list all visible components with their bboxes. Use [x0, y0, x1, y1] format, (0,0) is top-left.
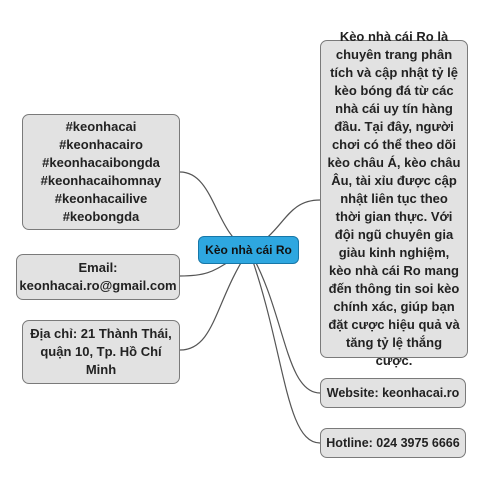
central-topic-label: Kèo nhà cái Ro	[205, 243, 292, 257]
central-topic-node[interactable]: Kèo nhà cái Ro	[198, 236, 299, 264]
description-text: Kèo nhà cái Ro là chuyên trang phân tích…	[327, 29, 461, 368]
connector-website	[248, 249, 321, 394]
email-text: Email: keonhacai.ro@gmail.com	[19, 260, 177, 293]
hashtag: #keonhacairo	[59, 137, 143, 152]
hashtag: #keobongda	[62, 209, 140, 224]
hashtags-list: #keonhacai #keonhacairo #keonhacaibongda…	[41, 118, 162, 226]
hashtag: #keonhacai	[65, 119, 137, 134]
hashtag: #keonhacaihomnay	[40, 173, 162, 188]
hotline-node[interactable]: Hotline: 024 3975 6666	[320, 428, 466, 458]
hashtag: #keonhacaibongda	[42, 155, 160, 170]
address-text: Địa chỉ: 21 Thành Thái, quận 10, Tp. Hồ …	[30, 326, 172, 377]
address-node[interactable]: Địa chỉ: 21 Thành Thái, quận 10, Tp. Hồ …	[22, 320, 180, 384]
hashtag: #keonhacailive	[54, 191, 148, 206]
description-node[interactable]: Kèo nhà cái Ro là chuyên trang phân tích…	[320, 29, 468, 368]
website-text: Website: keonhacai.ro	[326, 386, 460, 400]
connector-address	[179, 249, 250, 351]
connector-hotline	[248, 249, 321, 444]
website-node[interactable]: Website: keonhacai.ro	[320, 378, 466, 408]
email-node[interactable]: Email: keonhacai.ro@gmail.com	[16, 254, 180, 300]
hashtags-node[interactable]: #keonhacai #keonhacairo #keonhacaibongda…	[22, 114, 180, 230]
hotline-text: Hotline: 024 3975 6666	[326, 436, 460, 450]
